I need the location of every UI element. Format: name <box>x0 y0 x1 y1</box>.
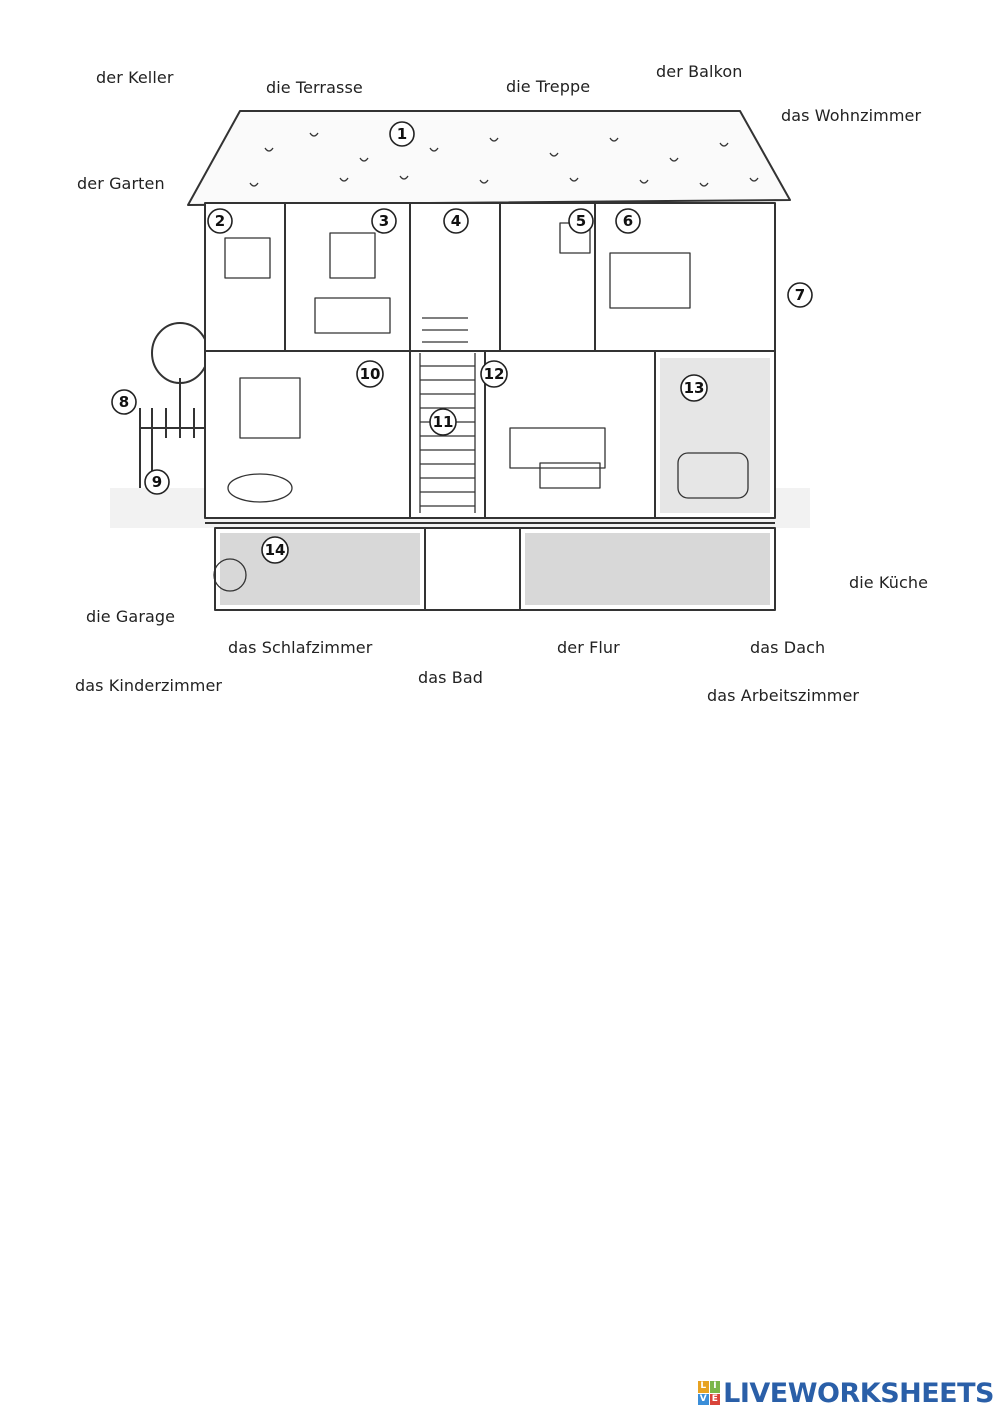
word-der-keller[interactable]: der Keller <box>96 68 174 87</box>
word-das-dach[interactable]: das Dach <box>750 638 826 657</box>
word-die-treppe[interactable]: die Treppe <box>506 77 591 96</box>
liveworksheets-mark-icon: L I V E <box>698 1381 721 1405</box>
number-4: 4 <box>451 212 461 230</box>
word-das-bad[interactable]: das Bad <box>418 668 484 687</box>
number-12: 12 <box>484 365 505 383</box>
number-10: 10 <box>360 365 381 383</box>
house-cross-section-illustration: 1 2 3 4 5 6 7 8 9 10 11 12 13 14 <box>110 110 813 611</box>
number-11: 11 <box>433 413 454 431</box>
number-6: 6 <box>623 212 633 230</box>
number-8: 8 <box>119 393 129 411</box>
roof-illustration <box>187 110 791 206</box>
word-die-terrasse[interactable]: die Terrasse <box>266 78 363 97</box>
number-13: 13 <box>684 379 705 397</box>
mark-letter-i: I <box>709 1381 721 1393</box>
word-das-arbeitszimmer[interactable]: das Arbeitszimmer <box>707 686 860 705</box>
number-2: 2 <box>215 212 225 230</box>
word-das-kinderzimmer[interactable]: das Kinderzimmer <box>75 676 223 695</box>
tree-illustration <box>139 322 210 488</box>
number-14: 14 <box>265 541 286 559</box>
number-3: 3 <box>379 212 389 230</box>
number-9: 9 <box>152 473 162 491</box>
number-badges <box>111 121 813 564</box>
number-1: 1 <box>397 125 407 143</box>
brand-name: LIVEWORKSHEETS <box>723 1377 994 1409</box>
word-der-flur[interactable]: der Flur <box>557 638 620 657</box>
mark-letter-l: L <box>698 1381 709 1393</box>
mark-letter-v: V <box>698 1393 709 1405</box>
word-das-schlafzimmer[interactable]: das Schlafzimmer <box>228 638 373 657</box>
word-die-garage[interactable]: die Garage <box>86 607 176 626</box>
number-7: 7 <box>795 286 805 304</box>
word-die-kueche[interactable]: die Küche <box>849 573 929 592</box>
mark-letter-e: E <box>709 1393 721 1405</box>
word-der-balkon[interactable]: der Balkon <box>656 62 743 81</box>
word-der-garten[interactable]: der Garten <box>77 174 165 193</box>
liveworksheets-logo: L I V E LIVEWORKSHEETS <box>698 1376 994 1410</box>
word-das-wohnzimmer[interactable]: das Wohnzimmer <box>781 106 922 125</box>
number-5: 5 <box>576 212 586 230</box>
